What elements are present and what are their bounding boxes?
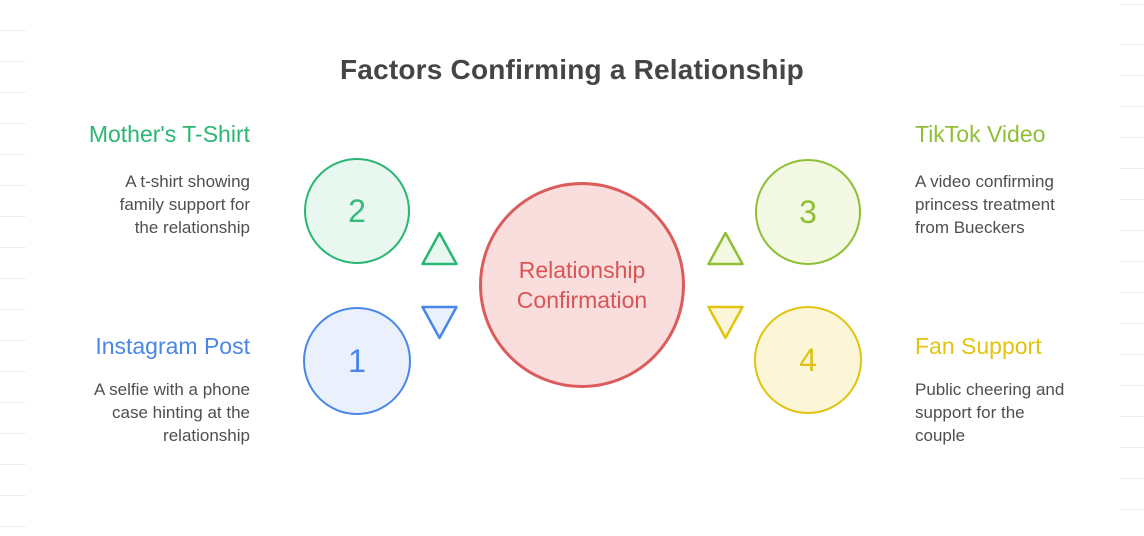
factor-description-fan-support: Public cheering and support for the coup…: [915, 378, 1115, 447]
description-line: support for the: [915, 403, 1025, 422]
factor-heading-mothers-tshirt: Mother's T-Shirt: [88, 121, 250, 147]
factor-description-instagram-post: A selfie with a phone case hinting at th…: [50, 378, 250, 447]
right-edge-ruling: [1120, 0, 1144, 536]
center-circle-label-line2: Confirmation: [516, 287, 648, 313]
description-line: A video confirming: [915, 172, 1054, 191]
factor-description-mothers-tshirt: A t-shirt showing family support for the…: [50, 170, 250, 239]
factor-number: 4: [799, 341, 817, 378]
factor-circle-1: 1: [303, 307, 411, 415]
factor-number: 1: [348, 342, 366, 379]
description-line: the relationship: [134, 218, 250, 237]
description-line: Public cheering and: [915, 380, 1065, 399]
description-line: relationship: [163, 426, 250, 445]
factor-circle-4: 4: [754, 306, 862, 414]
factor-circle-2: 2: [304, 158, 410, 264]
factor-description-tiktok-video: A video confirming princess treatment fr…: [915, 170, 1115, 239]
factor-number: 3: [799, 193, 817, 230]
description-line: case hinting at the: [112, 403, 250, 422]
page-title: Factors Confirming a Relationship: [340, 54, 804, 85]
left-edge-ruling: [0, 0, 26, 536]
description-line: couple: [915, 426, 966, 445]
factor-heading-fan-support: Fan Support: [915, 333, 1042, 359]
factor-heading-instagram-post: Instagram Post: [95, 333, 250, 359]
description-line: from Bueckers: [915, 218, 1025, 237]
description-line: A selfie with a phone: [94, 380, 250, 399]
description-line: princess treatment: [915, 195, 1055, 214]
factor-circle-3: 3: [755, 159, 861, 265]
description-line: A t-shirt showing: [125, 172, 250, 191]
description-line: family support for: [119, 195, 250, 214]
center-circle-label-line1: Relationship: [518, 257, 646, 283]
triangle-down-blue-icon: [421, 305, 458, 340]
triangle-up-olive-icon: [707, 231, 744, 266]
center-circle: Relationship Confirmation: [479, 182, 685, 388]
triangle-down-yellow-icon: [707, 305, 744, 340]
factor-number: 2: [348, 192, 366, 229]
triangle-up-green-icon: [421, 231, 458, 266]
factor-heading-tiktok-video: TikTok Video: [915, 121, 1046, 147]
